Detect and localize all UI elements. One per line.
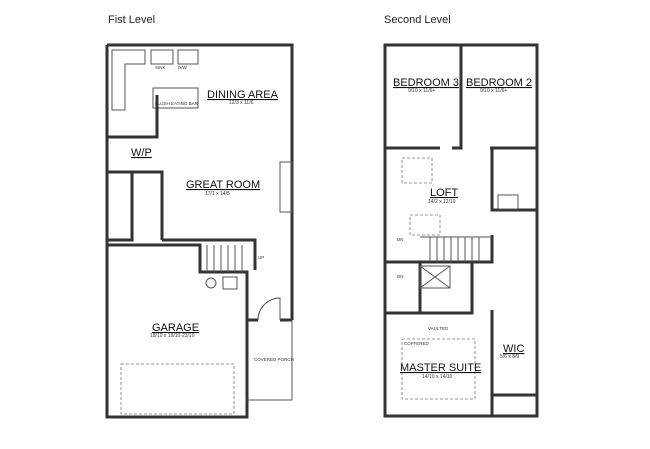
wic-size: 5/6 x 8/9: [500, 354, 519, 360]
stairs-down-label-2: DN: [397, 274, 404, 279]
room-wic: WIC: [503, 343, 524, 355]
room-great-room: GREAT ROOM: [186, 179, 260, 191]
vaulted-label: VAULTED: [428, 326, 449, 331]
stairs-up-label: UP: [258, 255, 264, 260]
dining-area-size: 12/3 x 11/6: [229, 100, 254, 106]
bedroom-2-size: 9/10 x 11/6+: [480, 88, 507, 94]
eating-bar-label: FLUSH EATING BAR: [155, 101, 199, 106]
first-level-title: Fist Level: [108, 14, 156, 26]
room-pantry: W/P: [131, 147, 152, 159]
second-level-plan: [383, 43, 539, 418]
room-dining-area: DINING AREA: [207, 89, 279, 101]
first-level-plan: [105, 43, 294, 419]
dishwasher-label: D/W: [178, 65, 188, 70]
room-loft: LOFT: [430, 187, 458, 199]
bedroom-3-size: 9/10 x 11/6+: [408, 88, 435, 94]
room-garage: GARAGE: [152, 322, 199, 334]
room-bedroom-3: BEDROOM 3: [393, 77, 459, 89]
great-room-size: 17/1 x 14/5: [205, 191, 230, 197]
covered-porch-label: COVERED PORCH: [254, 357, 294, 362]
garage-size: 18/10 x 19/10-23/10: [150, 333, 195, 339]
stairs-down-label: DN: [397, 237, 404, 242]
sink-label: SINK: [155, 65, 166, 70]
room-bedroom-2: BEDROOM 2: [466, 77, 532, 89]
master-suite-size: 14/10 x 14/10: [422, 374, 453, 380]
loft-size: 14/2 x 12/10: [428, 199, 456, 205]
room-master-suite: MASTER SUITE: [400, 362, 481, 374]
second-level-title: Second Level: [384, 14, 451, 26]
coffered-label: COFFERED: [404, 341, 430, 346]
